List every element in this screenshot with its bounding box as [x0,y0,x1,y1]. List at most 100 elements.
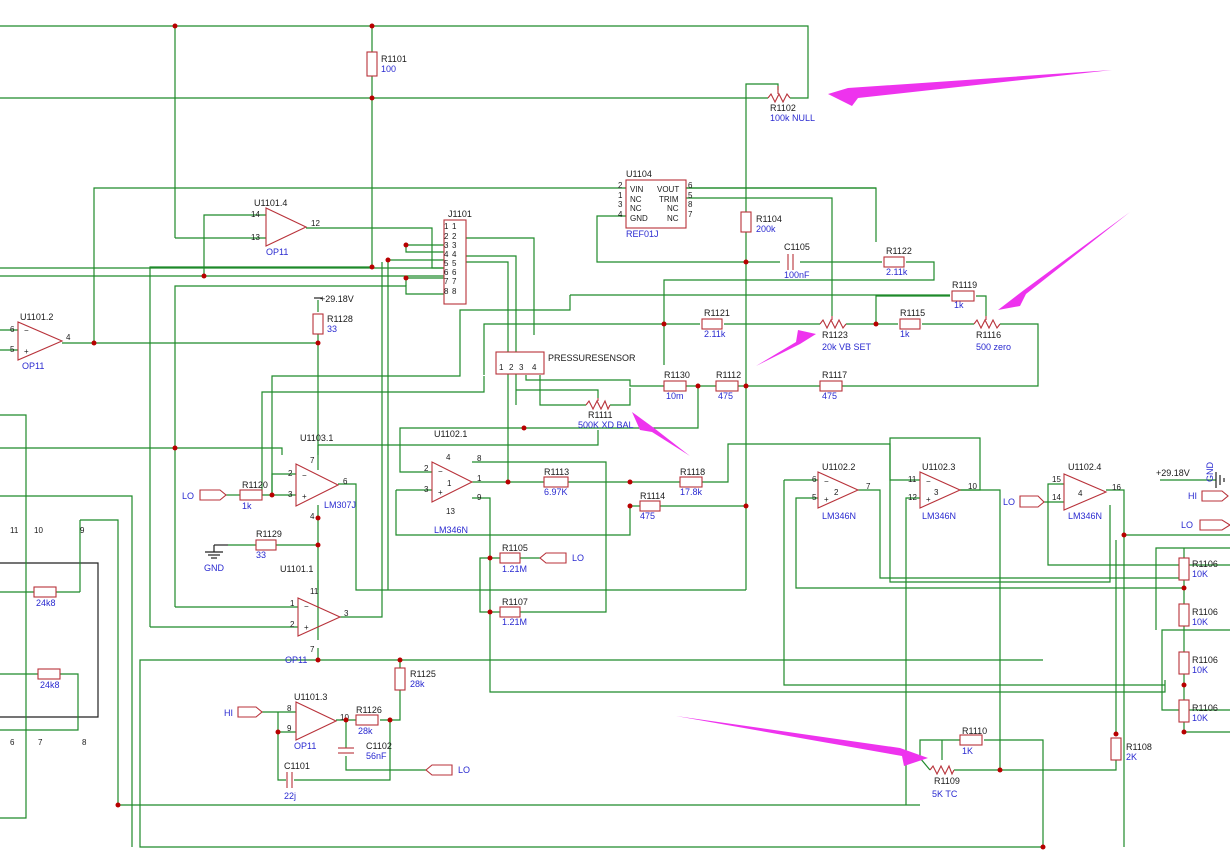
resistor-r1126: R1126 28k [355,705,382,736]
svg-text:11: 11 [10,526,19,535]
r24k8-b-value: 24k8 [40,680,60,690]
svg-text:2: 2 [452,232,457,241]
c1101-ref: C1101 [284,761,310,771]
lo-port-1-label: LO [182,491,194,501]
r1116-value: 500 zero [976,342,1011,352]
net-port-lo-5: LO [1181,519,1230,531]
r1117-value: 475 [822,391,837,401]
r1118-value: 17.8k [680,487,703,497]
svg-text:3: 3 [344,609,349,618]
r1118-ref: R1118 [680,467,705,477]
net-port-lo-3: LO [425,764,470,776]
r1101-value: 100 [381,64,396,74]
r1114-value: 475 [640,511,655,521]
pointer-arrow-r1102 [828,70,1112,106]
svg-text:−: − [24,326,29,335]
svg-text:7: 7 [444,277,449,286]
r1106-a-ref: R1106 [1192,559,1218,569]
svg-text:4: 4 [452,250,457,259]
svg-text:4: 4 [66,333,71,342]
r1105-ref: R1105 [502,543,528,553]
resistor-r1119: R1119 1k [951,280,977,310]
svg-text:6: 6 [10,325,15,334]
r1110-value: 1K [962,746,973,756]
resistor-24k8-b: 24k8 [37,668,61,690]
r1107-ref: R1107 [502,597,528,607]
r1106-d-ref: R1106 [1192,703,1218,713]
c1102-value: 56nF [366,751,387,761]
lo-port-5-label: LO [1181,520,1193,530]
u1104-pin-vin: VIN [630,185,644,194]
svg-text:4: 4 [532,363,537,372]
svg-text:10: 10 [34,526,43,535]
potentiometer-r1111: R1111 500K XD BAL [578,398,634,430]
resistor-r1106-a: R1106 10K [1178,557,1218,581]
ground-symbol-1: GND [204,544,228,573]
r1106-c-ref: R1106 [1192,655,1218,665]
svg-text:8: 8 [688,200,693,209]
lo-port-4-label: LO [1003,497,1015,507]
resistor-r1125: R1125 28k [394,667,436,691]
svg-text:1: 1 [452,222,457,231]
svg-text:1: 1 [447,479,452,488]
potentiometer-r1116: R1116 500 zero [973,316,1011,352]
svg-text:6: 6 [10,738,15,747]
svg-text:12: 12 [908,493,917,502]
resistor-r1130: R1130 10m [663,370,690,401]
svg-text:10: 10 [968,482,977,491]
svg-text:4: 4 [446,453,451,462]
svg-text:8: 8 [287,704,292,713]
net-port-lo-1: LO [182,489,227,501]
svg-text:14: 14 [251,210,260,219]
resistor-r1121: R1121 2.11k [701,308,730,339]
u1103-1-value: LM307J [324,500,356,510]
left-box-pin-numbers: 11 10 9 6 7 8 [10,526,87,747]
r1105-value: 1.21M [502,564,527,574]
svg-text:+: + [24,347,29,356]
r1111-ref: R1111 [588,410,613,420]
r1130-value: 10m [666,391,684,401]
pointer-arrow-r1111 [632,412,690,456]
c1105-ref: C1105 [784,242,810,252]
svg-text:2: 2 [288,469,293,478]
supply-label-1: +29.18V [314,294,354,304]
svg-text:−: − [926,477,931,486]
r1125-ref: R1125 [410,669,436,679]
opamp-u1101-4: 14 13 12 U1101.4 OP11 [251,198,320,257]
ground-symbol-2: GND [1205,462,1225,488]
svg-text:−: − [302,471,307,480]
r1128-value: 33 [327,324,337,334]
r1104-ref: R1104 [756,214,782,224]
lo-port-2-label: LO [572,553,584,563]
r1121-ref: R1121 [704,308,730,318]
svg-text:−: − [824,477,829,486]
lo-port-3-label: LO [458,765,470,775]
r1130-ref: R1130 [664,370,690,380]
r1116-ref: R1116 [976,330,1001,340]
r1110-ref: R1110 [962,726,987,736]
r1129-ref: R1129 [256,529,282,539]
svg-text:2: 2 [424,464,429,473]
svg-text:2: 2 [290,620,295,629]
svg-text:3: 3 [934,488,939,497]
r1117-ref: R1117 [822,370,847,380]
r1115-ref: R1115 [900,308,925,318]
svg-text:9: 9 [287,724,292,733]
svg-text:7: 7 [310,456,315,465]
u1104-pin-nc2: NC [630,204,642,213]
svg-text:3: 3 [452,241,457,250]
svg-text:3: 3 [424,485,429,494]
r1102-ref: R1102 [770,103,796,113]
r1104-value: 200k [756,224,776,234]
net-port-hi-2: HI [1188,490,1229,502]
capacitor-c1102: C1102 56nF [338,741,392,761]
c1101-value: 22j [284,791,296,801]
resistor-24k8-a: 24k8 [33,586,57,608]
vplus-label-2: +29.18V [1156,468,1190,478]
j1101-ref: J1101 [448,209,472,219]
svg-text:+: + [926,495,931,504]
r1119-value: 1k [954,300,964,310]
r1106-a-value: 10K [1192,569,1208,579]
